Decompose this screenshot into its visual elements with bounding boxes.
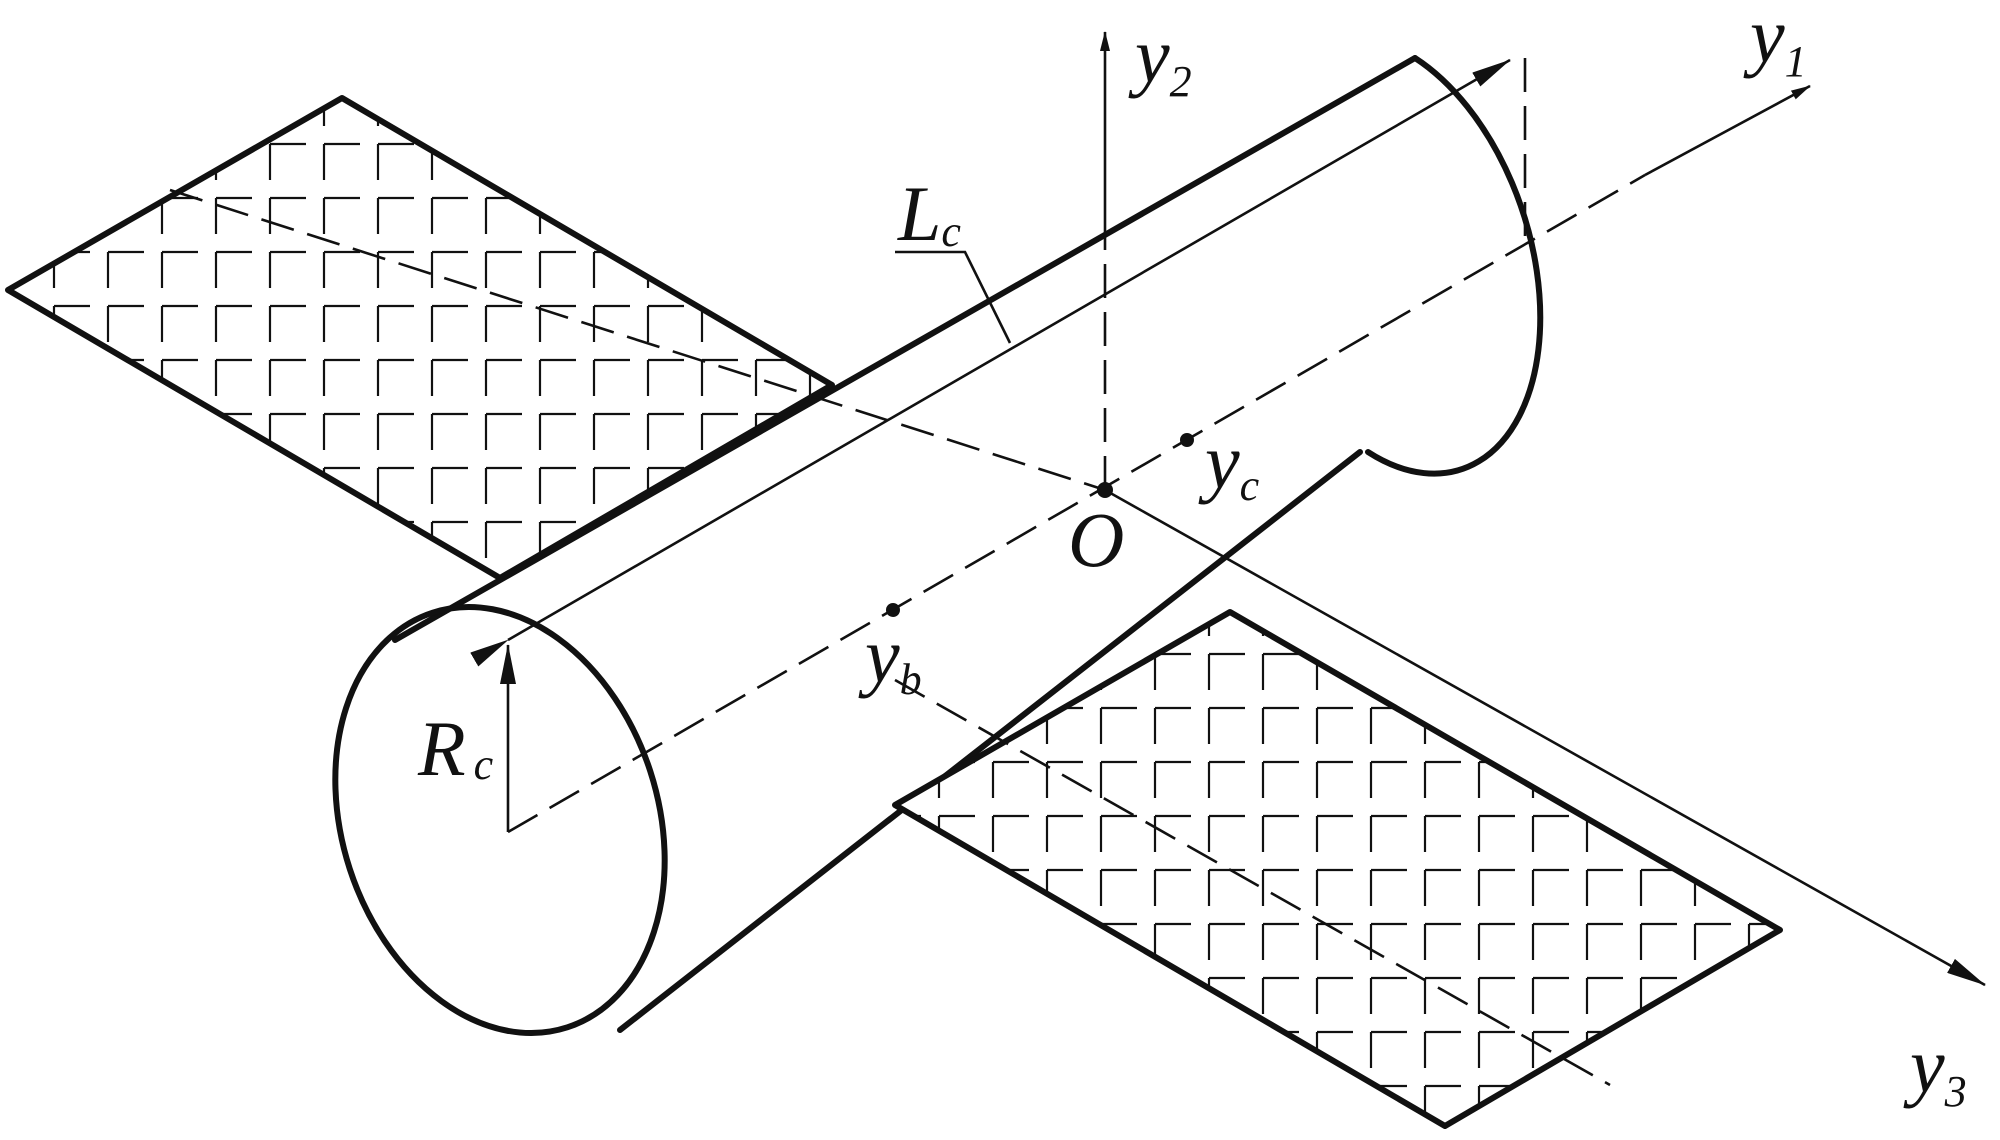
origin-label: O	[1068, 496, 1124, 583]
length-label: Lc	[897, 170, 961, 257]
y3-panel-centerline-dashed	[894, 678, 1611, 1087]
y1-axis	[1644, 84, 1811, 177]
y3-label: y3	[1903, 1022, 1967, 1116]
y1-label: y1	[1743, 0, 1807, 86]
length-dimension-line	[470, 58, 1511, 667]
axes	[169, 31, 1986, 1087]
points	[886, 433, 1194, 617]
origin-point	[1097, 482, 1113, 498]
length-leader	[895, 250, 1012, 344]
yc-label: yc	[1198, 418, 1260, 510]
yb-point	[886, 603, 900, 617]
right-panel-outline	[892, 609, 1783, 1129]
yc-point	[1180, 433, 1194, 447]
cylinder-near-end-cap	[332, 603, 668, 1037]
yb-label: yb	[858, 612, 922, 704]
y2-label: y2	[1128, 12, 1192, 106]
